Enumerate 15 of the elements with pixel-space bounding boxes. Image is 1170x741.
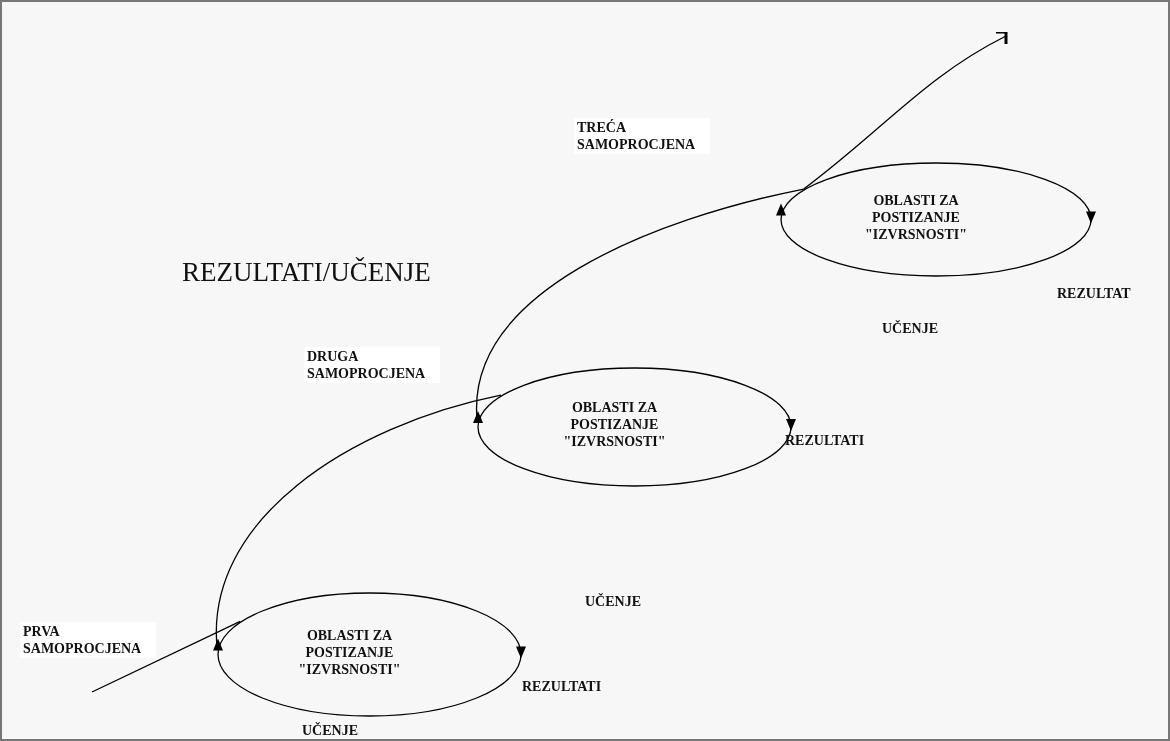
learning-label: UČENJE [302, 722, 358, 739]
stage-label: DRUGA SAMOPROCJENA [304, 347, 440, 383]
result-label: REZULTATI [785, 432, 865, 449]
area-text: OBLASTI ZA POSTIZANJE "IZVRSNOSTI" [297, 626, 402, 678]
area-text: OBLASTI ZA POSTIZANJE "IZVRSNOSTI" [864, 191, 968, 243]
result-label: REZULTATI [522, 678, 602, 695]
learning-label: UČENJE [584, 592, 642, 611]
learning-label: UČENJE [882, 320, 938, 337]
curve-arrow [803, 30, 1008, 190]
result-label: REZULTAT [1057, 285, 1131, 302]
curve-line [91, 620, 241, 693]
area-text: OBLASTI ZA POSTIZANJE "IZVRSNOSTI" [562, 399, 667, 450]
stage-label: PRVA SAMOPROCJENA [20, 622, 156, 658]
stage-label: TREĆA SAMOPROCJENA [574, 118, 710, 154]
diagram-title: REZULTATI/UČENJE [182, 257, 431, 288]
